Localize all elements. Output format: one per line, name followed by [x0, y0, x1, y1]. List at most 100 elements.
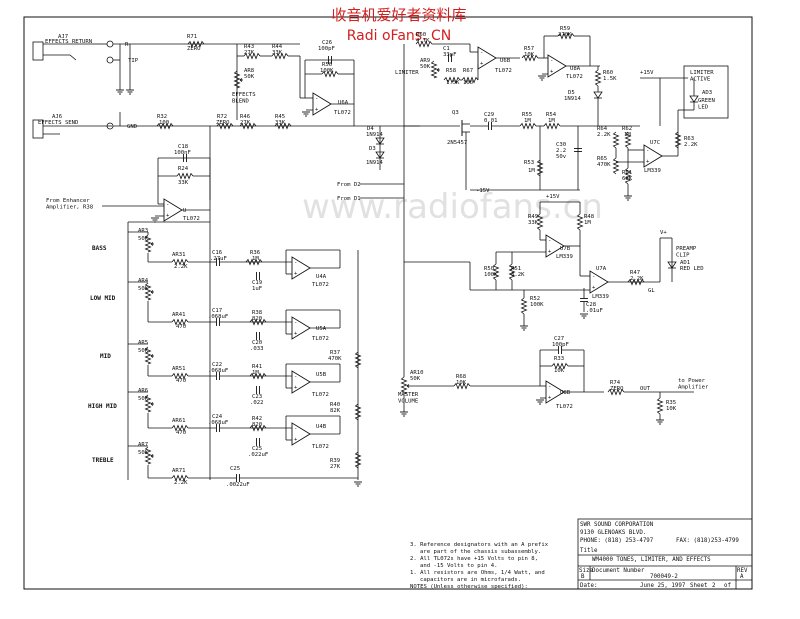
svg-text:R52: R52: [530, 296, 540, 302]
r71: R71 ZERO: [187, 34, 205, 52]
svg-text:AJ6: AJ6: [52, 114, 62, 120]
svg-text:270K: 270K: [558, 32, 572, 38]
svg-text:U4B: U4B: [316, 424, 327, 430]
svg-text:R67: R67: [463, 68, 473, 74]
svg-text:100K: 100K: [484, 272, 498, 278]
svg-text:OUT: OUT: [640, 386, 651, 392]
svg-text:U8A: U8A: [570, 66, 581, 72]
svg-text:Document Number: Document Number: [592, 568, 645, 574]
svg-text:10K: 10K: [666, 406, 677, 412]
svg-text:1uF: 1uF: [252, 286, 263, 292]
svg-text:AR7: AR7: [138, 442, 148, 448]
svg-text:9130 GLENOAKS BLVD.: 9130 GLENOAKS BLVD.: [580, 530, 646, 536]
svg-text:100pF: 100pF: [552, 342, 569, 348]
diodes-d3-d4: D4 1N914 D3 1N914 From D2 From D1: [337, 126, 405, 202]
svg-text:LOW MID: LOW MID: [90, 295, 116, 302]
svg-text:U4A: U4A: [316, 274, 327, 280]
svg-text:BASS: BASS: [92, 245, 107, 252]
svg-text:27K: 27K: [330, 464, 341, 470]
svg-text:100: 100: [159, 120, 169, 126]
svg-text:2: 2: [712, 583, 716, 589]
svg-text:1M: 1M: [624, 132, 631, 138]
svg-text:R32: R32: [157, 114, 167, 120]
svg-text:82K: 82K: [330, 408, 341, 414]
svg-text:470K: 470K: [328, 356, 342, 362]
svg-text:50K: 50K: [138, 286, 149, 292]
jfet-q3: Q3 2N5457 C29 0.01 R55 1M R54 1M R53 1M …: [404, 110, 598, 194]
svg-text:100K: 100K: [530, 302, 544, 308]
svg-text:.01uF: .01uF: [586, 308, 603, 314]
svg-text:C26: C26: [322, 40, 332, 46]
svg-text:GL: GL: [648, 288, 655, 294]
jack-aj7: AJ7 EFFECTS RETURN: [32, 34, 92, 61]
svg-text:AR71: AR71: [172, 468, 185, 474]
input-network: R TIP GND: [92, 40, 300, 130]
svg-text:R71: R71: [187, 34, 197, 40]
svg-text:R35: R35: [666, 400, 676, 406]
svg-text:D3: D3: [369, 146, 376, 152]
svg-text:LM339: LM339: [556, 254, 573, 260]
svg-text:820: 820: [252, 422, 262, 428]
svg-text:50K: 50K: [410, 376, 421, 382]
svg-text:R56: R56: [322, 62, 332, 68]
svg-text:R61: R61: [622, 170, 632, 176]
svg-text:From D2: From D2: [337, 182, 361, 188]
svg-text:100nF: 100nF: [174, 150, 191, 156]
svg-text:R43: R43: [244, 44, 254, 50]
u7c-comparator: R64 2.2K R62 1M R65 470K R61 68K U7C LM3…: [597, 110, 698, 201]
svg-text:REV: REV: [737, 568, 748, 574]
svg-text:R42: R42: [252, 416, 262, 422]
svg-text:470K: 470K: [597, 162, 611, 168]
svg-text:FAX: (818)253-4799: FAX: (818)253-4799: [676, 538, 739, 544]
effects-send-line: R32 100 R72 ZERO R46 27K R45 33K: [150, 114, 420, 200]
svg-text:AR31: AR31: [172, 252, 185, 258]
svg-text:1.5K: 1.5K: [446, 80, 460, 86]
svg-text:R47: R47: [630, 270, 640, 276]
svg-text:EFFECTS RETURN: EFFECTS RETURN: [45, 39, 92, 45]
svg-text:R39: R39: [330, 458, 340, 464]
svg-text:and -15 Volts to pin 4.: and -15 Volts to pin 4.: [420, 563, 497, 569]
svg-text:Date:: Date:: [580, 583, 597, 589]
svg-text:TL072: TL072: [334, 110, 351, 116]
svg-text:.068uF: .068uF: [208, 420, 229, 426]
svg-text:A: A: [740, 574, 744, 580]
svg-text:TL072: TL072: [556, 404, 573, 410]
svg-text:2.2K: 2.2K: [174, 264, 188, 270]
svg-text:27K: 27K: [240, 120, 251, 126]
svg-text:2N5457: 2N5457: [447, 140, 467, 146]
svg-text:R38: R38: [252, 310, 263, 316]
svg-text:AR41: AR41: [172, 312, 185, 318]
title-block: SWR SOUND CORPORATION 9130 GLENOAKS BLVD…: [577, 518, 753, 590]
svg-text:10K: 10K: [456, 380, 467, 386]
svg-text:MID: MID: [100, 353, 111, 360]
sheet-border: [23, 16, 753, 590]
svg-text:C28: C28: [586, 302, 597, 308]
svg-text:June 25, 1997: June 25, 1997: [640, 583, 686, 589]
svg-text:ZERO: ZERO: [216, 120, 230, 126]
svg-text:10K: 10K: [554, 368, 565, 374]
svg-text:4.7K: 4.7K: [416, 38, 430, 44]
svg-text:R: R: [125, 42, 129, 48]
svg-text:U6B: U6B: [500, 58, 511, 64]
svg-text:AR8: AR8: [244, 68, 255, 74]
svg-text:TL072: TL072: [566, 74, 583, 80]
svg-text:AJ7: AJ7: [58, 34, 68, 40]
svg-text:.022uF: .022uF: [248, 452, 269, 458]
svg-text:R58: R58: [446, 68, 457, 74]
svg-text:Title: Title: [580, 548, 598, 554]
svg-text:TL072: TL072: [312, 392, 329, 398]
u6a-opamp: U6A TL072 C26 100pF R56 100K: [300, 40, 355, 126]
svg-text:R65: R65: [597, 156, 607, 162]
svg-text:R68: R68: [456, 374, 467, 380]
svg-text:-15V: -15V: [476, 188, 490, 194]
svg-text:V+: V+: [660, 230, 667, 236]
svg-text:AR6: AR6: [138, 388, 148, 394]
svg-text:100pF: 100pF: [318, 46, 335, 52]
